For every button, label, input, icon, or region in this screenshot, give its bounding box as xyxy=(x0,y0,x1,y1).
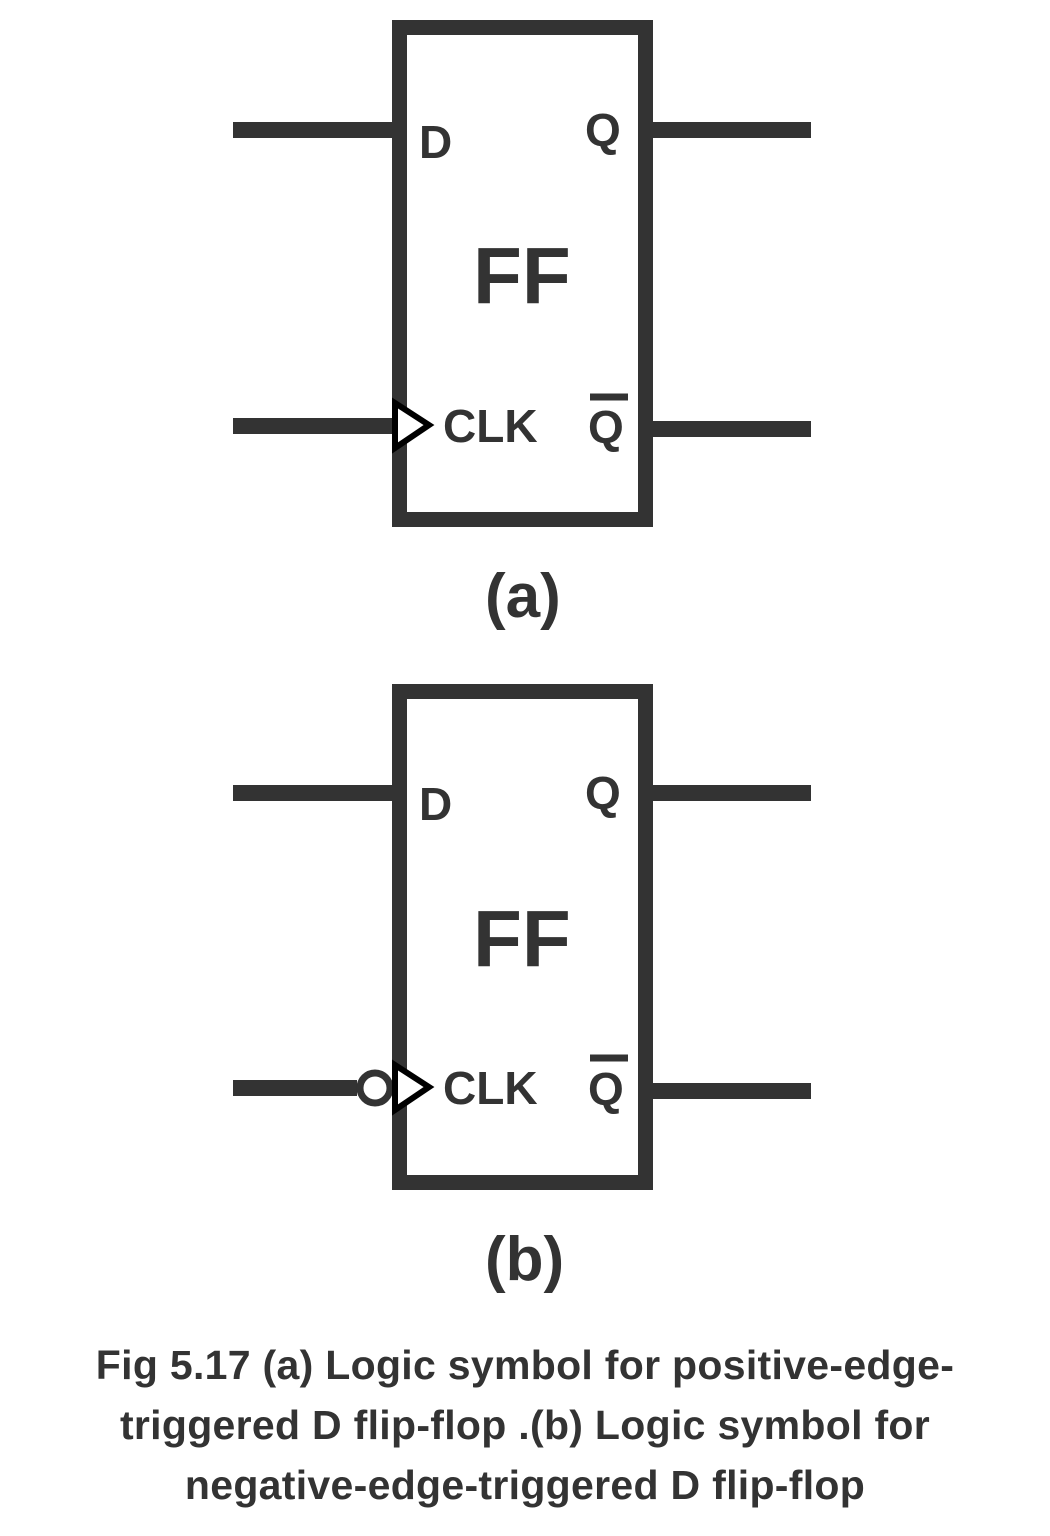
block-label: FF xyxy=(473,894,571,983)
caption-line: negative-edge-triggered D flip-flop xyxy=(184,1462,866,1508)
pin-label-d: D xyxy=(419,778,452,830)
pin-label-q: Q xyxy=(585,104,621,156)
diagram-a-positive-edge: D Q FF CLK Q (a) xyxy=(233,20,811,631)
clock-edge-triangle-icon xyxy=(392,1059,435,1116)
sublabel-b: (b) xyxy=(485,1225,564,1294)
pin-label-q-bar: Q xyxy=(588,1063,624,1115)
pin-label-clk: CLK xyxy=(443,400,538,452)
flip-flop-block xyxy=(392,684,653,1190)
clock-edge-triangle-icon xyxy=(392,397,435,454)
pin-label-clk: CLK xyxy=(443,1062,538,1114)
caption-line: Fig 5.17 (a) Logic symbol for positive-e… xyxy=(95,1342,955,1388)
figure-caption: Fig 5.17 (a) Logic symbol for positive-e… xyxy=(0,1335,1050,1515)
caption-line: triggered D flip-flop .(b) Logic symbol … xyxy=(119,1402,931,1448)
diagram-b-negative-edge: D Q FF CLK Q (b) xyxy=(233,684,811,1294)
pin-label-q-bar: Q xyxy=(588,401,624,453)
flip-flop-block xyxy=(392,20,653,527)
block-label: FF xyxy=(473,231,571,320)
pin-label-d: D xyxy=(419,116,452,168)
pin-label-q: Q xyxy=(585,767,621,819)
sublabel-a: (a) xyxy=(485,562,561,631)
inversion-bubble-icon xyxy=(356,1069,394,1107)
